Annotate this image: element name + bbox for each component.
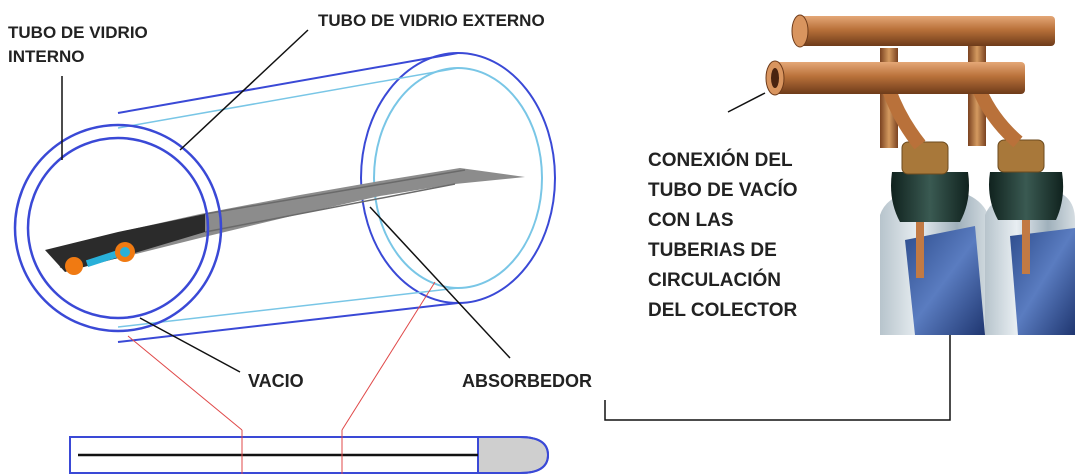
label-outer-tube: TUBO DE VIDRIO EXTERNO xyxy=(318,11,545,30)
label-connection-line: CON LAS xyxy=(648,210,734,231)
outer-tube-near-end xyxy=(13,123,223,333)
label-connection-line: CONEXIÓN DEL xyxy=(648,149,793,171)
label-connection-line: TUBERIAS DE xyxy=(648,240,777,261)
collector-connection-photo xyxy=(765,14,1075,335)
glass-tube-assembly xyxy=(13,52,556,343)
label-inner-tube-line2: INTERNO xyxy=(8,47,85,66)
label-vacuum: VACIO xyxy=(248,371,304,391)
tube-cap xyxy=(477,436,550,474)
tube-outline xyxy=(69,436,550,474)
outer-tube-bottom-line xyxy=(117,302,459,343)
inner-tube-near-end xyxy=(26,136,210,320)
leader-outer-tube xyxy=(179,29,309,151)
leader-lines xyxy=(61,29,951,421)
leader-absorber xyxy=(369,206,511,359)
leader-photo xyxy=(604,330,951,421)
leader-vacuum xyxy=(139,317,241,373)
label-inner-tube-line1: TUBO DE VIDRIO xyxy=(8,23,148,42)
outer-tube-top-line xyxy=(117,52,459,114)
tube-side-view xyxy=(69,436,550,474)
label-connection-line: TUBO DE VACÍO xyxy=(648,179,798,201)
label-absorber: ABSORBEDOR xyxy=(462,371,592,391)
label-connection: CONEXIÓN DEL TUBO DE VACÍO CON LAS TUBER… xyxy=(648,149,798,321)
inner-tube-bottom-line xyxy=(117,287,459,328)
inner-tube-top-line xyxy=(117,67,459,129)
heat-pipe-core xyxy=(85,249,121,268)
heat-pipe-connector-left xyxy=(65,257,83,275)
label-connection-line: DEL COLECTOR xyxy=(648,300,797,321)
section-lines xyxy=(127,281,436,474)
leader-connection xyxy=(727,92,766,113)
absorber-plate xyxy=(58,168,525,268)
label-connection-line: CIRCULACIÓN xyxy=(648,269,781,291)
